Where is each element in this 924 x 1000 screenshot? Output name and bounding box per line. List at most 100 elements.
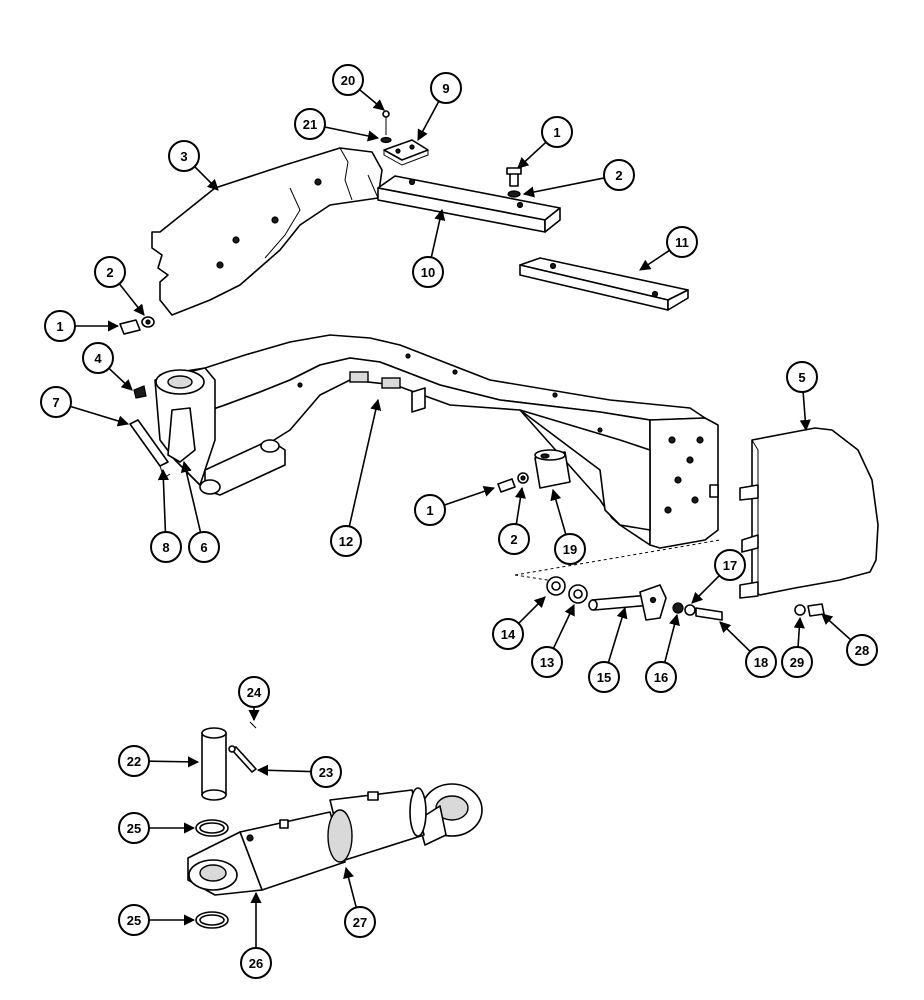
callout-number: 26: [249, 956, 263, 971]
part-11-plate: [519, 257, 689, 311]
part-6-bracket: [167, 407, 196, 463]
callout-leader: [719, 621, 751, 653]
part-17-washer: [684, 604, 696, 616]
part-7-lever: [129, 419, 169, 467]
callout-leader: [550, 488, 567, 535]
callout-circle: [666, 226, 698, 258]
part-5-cover: [739, 427, 879, 599]
callout-21: 21: [294, 108, 380, 142]
callout-1: 1: [517, 116, 573, 169]
part-1-bolt-lower: [497, 478, 516, 493]
callout-20: 20: [332, 64, 385, 111]
part-10-bracket: [377, 175, 561, 233]
callout-number: 5: [798, 370, 805, 385]
part-14-washer: [546, 576, 566, 596]
part-1-bolt-top: [506, 167, 522, 187]
callout-12: 12: [330, 398, 382, 557]
callout-number: 12: [339, 534, 353, 549]
callout-leader: [118, 283, 145, 316]
callout-2: 2: [94, 256, 145, 316]
callout-number: 25: [127, 913, 141, 928]
callout-3: 3: [168, 140, 219, 191]
callout-circle: [40, 386, 72, 418]
callout-number: 2: [615, 168, 622, 183]
callout-number: 7: [52, 395, 59, 410]
part-19-spacer: [534, 449, 571, 489]
callout-number: 22: [127, 754, 141, 769]
part-21-washer: [380, 136, 392, 144]
part-25-ring-upper: [195, 819, 229, 837]
callout-circle: [554, 533, 586, 565]
part-18-bolt: [695, 607, 723, 621]
callout-circle: [332, 64, 364, 96]
callout-number: 1: [56, 319, 63, 334]
callout-leader: [443, 485, 496, 506]
callout-leader: [518, 596, 546, 624]
callout-circle: [498, 523, 530, 555]
callout-number: 14: [501, 627, 516, 642]
callout-leader: [256, 764, 312, 776]
callout-number: 13: [540, 655, 554, 670]
callout-leader: [194, 166, 219, 191]
callout-number: 3: [180, 149, 187, 164]
part-20-screw: [382, 110, 390, 135]
callout-circle: [781, 646, 813, 678]
callout-leader: [157, 468, 169, 533]
callout-leader: [663, 613, 680, 663]
callout-10: 10: [412, 208, 446, 288]
callout-16: 16: [645, 613, 680, 693]
callout-circle: [846, 634, 878, 666]
callout-circle: [492, 618, 524, 650]
part-27-cylinder: [187, 783, 483, 896]
callout-leader: [691, 575, 720, 604]
callout-circle: [310, 756, 342, 788]
callout-number: 10: [421, 265, 435, 280]
callout-circle: [412, 256, 444, 288]
callout-14: 14: [492, 596, 546, 650]
callout-4: 4: [82, 342, 133, 391]
callout-5: 5: [786, 361, 818, 432]
callout-circle: [330, 525, 362, 557]
callout-number: 20: [341, 73, 355, 88]
callout-6: 6: [180, 460, 220, 563]
callout-circle: [150, 531, 182, 563]
callout-2: 2: [522, 159, 635, 198]
callout-circle: [745, 646, 777, 678]
part-13-washer: [568, 584, 588, 604]
callout-number: 8: [162, 540, 169, 555]
part-4-grease-fitting: [133, 385, 147, 399]
callout-19: 19: [550, 488, 586, 565]
callout-number: 17: [723, 558, 737, 573]
callout-11: 11: [639, 226, 698, 271]
callout-number: 2: [106, 265, 113, 280]
part-25-ring-lower: [195, 911, 229, 929]
callout-leader: [821, 613, 852, 641]
callout-circle: [118, 904, 150, 936]
part-2-washer-lower: [517, 472, 529, 484]
callout-7: 7: [40, 386, 130, 427]
callout-number: 28: [855, 643, 869, 658]
callout-leader: [799, 391, 811, 432]
callout-leader: [793, 616, 805, 648]
callout-circle: [430, 72, 462, 104]
callout-circle: [238, 676, 270, 708]
callout-leader: [108, 367, 133, 391]
callout-number: 1: [426, 503, 433, 518]
callout-circle: [531, 646, 563, 678]
part-24-clip: [249, 721, 257, 729]
callout-circle: [118, 812, 150, 844]
callout-number: 16: [654, 670, 668, 685]
callout-leader: [343, 866, 358, 908]
part-16-washer: [672, 602, 684, 614]
callout-circle: [188, 531, 220, 563]
part-15-pin: [588, 584, 667, 621]
callout-25: 25: [118, 904, 196, 936]
part-2-washer-top: [507, 190, 521, 198]
callout-number: 25: [127, 821, 141, 836]
callout-8: 8: [150, 468, 182, 563]
callout-number: 27: [353, 915, 367, 930]
callout-circle: [240, 947, 272, 979]
callout-leader: [430, 208, 446, 258]
callout-leader: [70, 405, 130, 427]
